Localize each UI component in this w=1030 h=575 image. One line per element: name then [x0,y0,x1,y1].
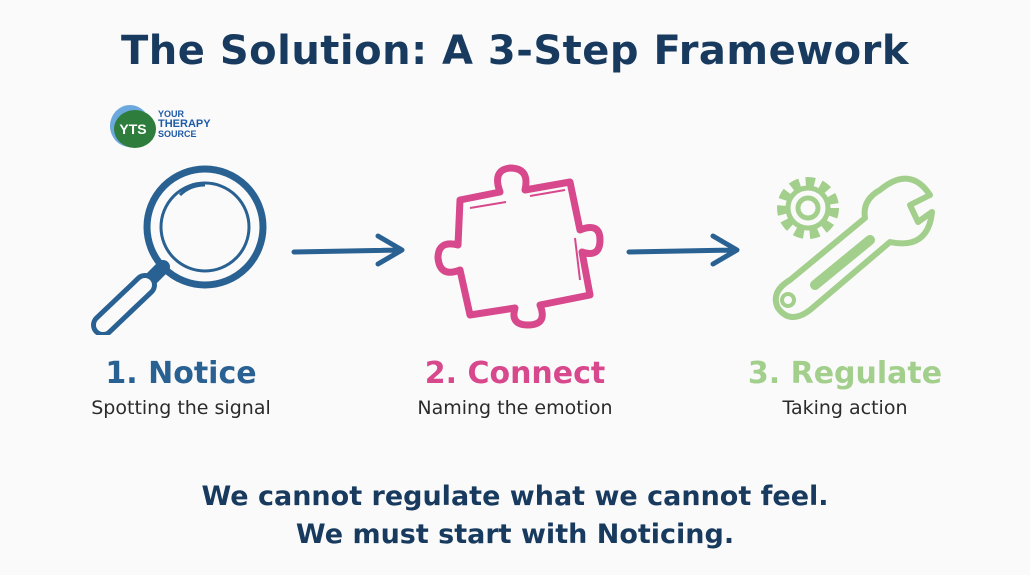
yts-logo-icon: YTS [110,105,156,148]
step-notice: 1. Notice Spotting the signal [31,356,331,419]
logo-line3: SOURCE [158,129,197,139]
puzzle-piece-icon [434,164,604,329]
footer-message: We cannot regulate what we cannot feel. … [0,478,1030,554]
step-subtitle: Taking action [782,397,908,419]
footer-line2: We must start with Noticing. [295,519,735,550]
logo-line1: YOUR [158,109,185,119]
step-subtitle: Naming the emotion [417,397,613,419]
page-title: The Solution: A 3-Step Framework [121,28,909,74]
magnifying-glass-icon [91,165,267,335]
gear-wrench-icon [772,175,935,320]
step-heading: 2. Connect [424,356,606,391]
step-connect: 2. Connect Naming the emotion [365,356,665,419]
step-heading: 3. Regulate [747,356,943,391]
svg-text:YTS: YTS [119,121,146,137]
step-subtitle: Spotting the signal [91,397,271,419]
step-regulate: 3. Regulate Taking action [695,356,995,419]
step-heading: 1. Notice [105,356,257,391]
logo-line2: THERAPY [158,118,211,130]
arrow-right-icon [291,233,405,267]
arrow-right-icon [626,233,740,267]
footer-line1: We cannot regulate what we cannot feel. [201,481,829,512]
logo: YTS YOUR THERAPY SOURCE [108,104,228,150]
